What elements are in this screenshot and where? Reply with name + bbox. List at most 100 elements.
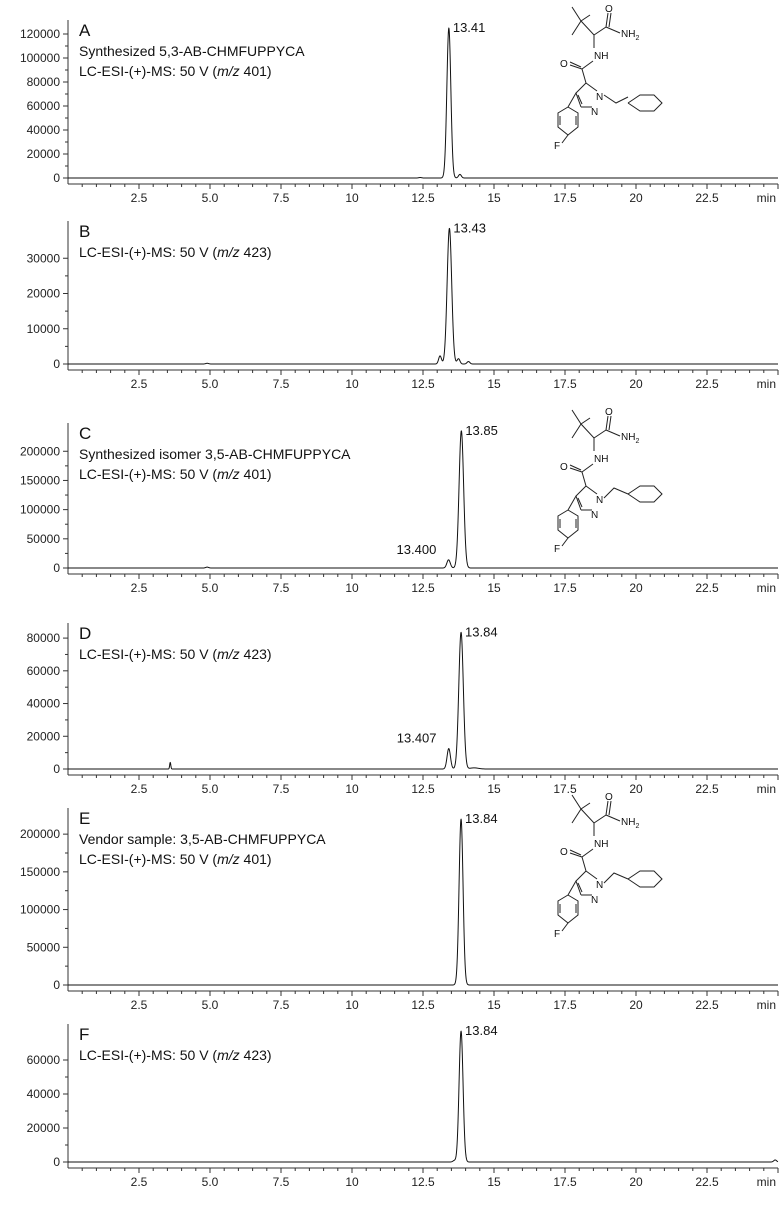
bond — [571, 409, 582, 439]
chromatogram-trace — [67, 227, 779, 365]
chromatogram-trace — [67, 818, 779, 986]
panel-letter: D — [79, 624, 91, 643]
bond — [571, 6, 582, 36]
bond — [569, 61, 582, 68]
amine-text: NH — [621, 817, 635, 828]
x-tick-label: 17.5 — [553, 377, 577, 391]
chromatogram-trace — [67, 27, 779, 179]
x-tick-label: 10 — [345, 581, 359, 595]
x-tick-label: 10 — [345, 191, 359, 205]
y-tick-label: 0 — [53, 171, 60, 185]
y-tick-label: 20000 — [27, 1121, 61, 1135]
y-tick-label: 50000 — [27, 532, 61, 546]
x-tick-label: 22.5 — [695, 191, 719, 205]
bond — [580, 417, 591, 425]
subtitle-part: LC-ESI-(+)-MS: 50 V ( — [79, 646, 217, 662]
subtitle-part: 423) — [240, 244, 272, 260]
y-tick-label: 100000 — [20, 503, 60, 517]
bond — [603, 94, 629, 104]
x-tick-label: 20 — [629, 581, 643, 595]
bond — [605, 814, 621, 822]
x-tick-label: 7.5 — [273, 191, 290, 205]
x-tick-label: 20 — [629, 377, 643, 391]
bond — [581, 463, 594, 473]
amine-label: NH2 — [621, 432, 639, 445]
subtitle-part: LC-ESI-(+)-MS: 50 V ( — [79, 851, 217, 867]
bond — [581, 60, 594, 70]
subtitle-part: 401) — [240, 63, 272, 79]
x-tick-label: 5.0 — [202, 998, 219, 1012]
amine-subscript: 2 — [635, 823, 639, 830]
x-tick-label: 15 — [487, 377, 501, 391]
bond — [580, 808, 607, 824]
atom-label: F — [554, 929, 560, 940]
bond — [557, 894, 579, 924]
x-tick-label: 22.5 — [695, 1175, 719, 1189]
bond — [567, 880, 577, 896]
x-tick-label: 5.0 — [202, 377, 219, 391]
bond — [585, 485, 598, 495]
panel-letter: E — [79, 809, 90, 828]
panel-letter: F — [79, 1025, 89, 1044]
x-tick-label: 15 — [487, 581, 501, 595]
bond — [605, 429, 621, 437]
atom-label: F — [554, 544, 560, 555]
bond — [580, 802, 591, 810]
bond — [575, 485, 587, 511]
panel-title: Vendor sample: 3,5-AB-CHMFUPPYCA — [79, 831, 326, 847]
panel-title: Synthesized 5,3-AB-CHMFUPPYCA — [79, 43, 305, 59]
bond — [605, 415, 609, 431]
y-tick-label: 150000 — [20, 865, 60, 879]
y-tick-label: 40000 — [27, 123, 61, 137]
bond — [581, 856, 587, 872]
x-tick-label: 2.5 — [131, 191, 148, 205]
y-tick-label: 60000 — [27, 1053, 61, 1067]
peak-label: 13.85 — [465, 423, 498, 438]
panel-subtitle: LC-ESI-(+)-MS: 50 V (m/z 423) — [79, 244, 272, 260]
x-tick-label: 7.5 — [273, 377, 290, 391]
bond — [571, 794, 582, 824]
bond — [608, 415, 612, 431]
x-tick-label: 20 — [629, 998, 643, 1012]
peak-label: 13.407 — [397, 731, 437, 746]
subtitle-part: m/z — [217, 1047, 240, 1063]
bond — [569, 64, 583, 70]
x-tick-label: 2.5 — [131, 782, 148, 796]
x-axis-unit-label: min — [757, 998, 776, 1012]
y-tick-label: 20000 — [27, 147, 61, 161]
bond — [585, 870, 598, 880]
y-tick-label: 150000 — [20, 473, 60, 487]
x-tick-label: 22.5 — [695, 998, 719, 1012]
amine-subscript: 2 — [635, 438, 639, 445]
y-tick-label: 0 — [53, 978, 60, 992]
amine-text: NH — [621, 432, 635, 443]
atom-label: N — [591, 510, 598, 521]
x-tick-label: 12.5 — [411, 1175, 435, 1189]
bond — [627, 485, 663, 503]
subtitle-part: m/z — [217, 466, 240, 482]
subtitle-part: m/z — [217, 646, 240, 662]
subtitle-part: m/z — [217, 244, 240, 260]
bond — [605, 26, 621, 34]
bond — [567, 495, 577, 511]
x-tick-label: 22.5 — [695, 581, 719, 595]
x-tick-label: 12.5 — [411, 782, 435, 796]
bond — [569, 467, 583, 473]
atom-label: N — [591, 895, 598, 906]
bond — [580, 20, 607, 36]
subtitle-part: LC-ESI-(+)-MS: 50 V ( — [79, 1047, 217, 1063]
x-tick-label: 15 — [487, 191, 501, 205]
x-tick-label: 15 — [487, 782, 501, 796]
x-tick-label: 20 — [629, 782, 643, 796]
x-tick-label: 7.5 — [273, 998, 290, 1012]
atom-label: O — [560, 847, 568, 858]
bond — [603, 872, 629, 884]
y-tick-label: 10000 — [27, 322, 61, 336]
x-tick-label: 17.5 — [553, 581, 577, 595]
bond — [567, 92, 577, 108]
x-tick-label: 12.5 — [411, 377, 435, 391]
peak-label: 13.84 — [465, 624, 498, 639]
